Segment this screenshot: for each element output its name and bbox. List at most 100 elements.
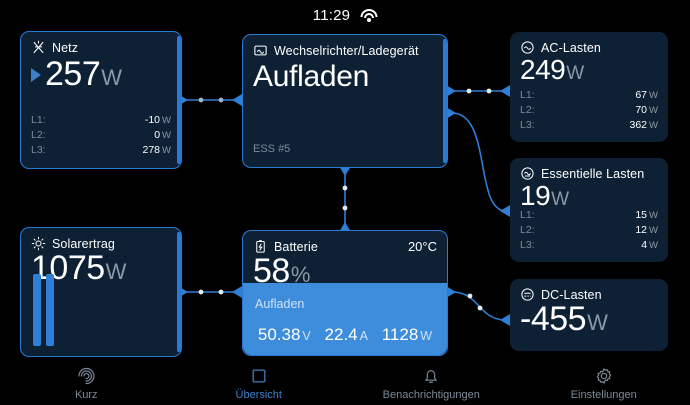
card-solar-title: Solarertrag — [52, 236, 115, 251]
card-inverter-header: Wechselrichter/Ladegerät — [243, 35, 447, 58]
wifi-icon — [360, 8, 378, 22]
card-battery-temperature: 20°C — [407, 239, 437, 254]
card-battery-soc-unit: % — [290, 262, 311, 287]
link-grid-inverter — [178, 94, 242, 106]
card-solar-edge — [177, 232, 181, 352]
card-solar-header: Solarertrag — [21, 228, 181, 251]
card-ac-loads-title: AC-Lasten — [541, 40, 601, 55]
nav-item-uebersicht[interactable]: Übersicht — [173, 366, 346, 401]
bell-icon — [421, 366, 441, 386]
phase-label: L1: — [520, 209, 535, 221]
link-solar-battery — [178, 286, 242, 298]
ac-essential-icon — [520, 166, 535, 181]
card-inverter[interactable]: Wechselrichter/Ladegerät Aufladen ESS #5 — [242, 34, 448, 168]
card-grid-edge — [177, 36, 181, 164]
nav-item-kurz[interactable]: Kurz — [0, 366, 173, 401]
phase-label: L2: — [520, 224, 535, 236]
card-grid-header: Netz — [21, 32, 181, 55]
card-grid-unit: W — [101, 65, 122, 90]
spiral-icon — [76, 366, 96, 386]
status-bar: 11:29 — [0, 0, 690, 30]
card-battery-soc-row: 58 % — [243, 252, 447, 290]
card-essential-loads-value: 19 — [520, 180, 551, 211]
card-dc-loads-value-row: -455 W — [510, 300, 668, 338]
card-inverter-edge — [443, 39, 447, 163]
nav-item-uebersicht-label: Übersicht — [235, 388, 282, 401]
arrow-right-icon — [31, 67, 41, 82]
card-ac-loads-header: AC-Lasten — [510, 32, 668, 55]
battery-soc-fill — [243, 283, 447, 355]
link-inverter-essential — [446, 107, 510, 217]
inverter-icon — [253, 43, 268, 58]
phase-label: L2: — [520, 104, 535, 116]
status-bar-clock: 11:29 — [312, 6, 351, 24]
nav-item-einstellungen[interactable]: Einstellungen — [518, 366, 690, 401]
card-essential-loads-title: Essentielle Lasten — [541, 166, 645, 181]
card-grid-title: Netz — [52, 40, 79, 55]
card-solar-unit: W — [105, 259, 127, 284]
ac-icon — [520, 40, 535, 55]
solar-tracker-bar — [46, 274, 54, 346]
card-essential-loads-header: Essentielle Lasten — [510, 158, 668, 181]
card-dc-loads[interactable]: DC-Lasten -455 W — [510, 279, 668, 351]
nav-item-kurz-label: Kurz — [74, 388, 98, 401]
gear-icon — [594, 366, 614, 386]
card-ac-loads-value-row: 249 W — [510, 55, 668, 85]
card-dc-loads-value: -455 — [520, 300, 587, 338]
card-dc-loads-header: DC-Lasten — [510, 279, 668, 302]
card-solar[interactable]: Solarertrag 1075 W — [20, 227, 182, 357]
card-solar-value: 1075 — [31, 249, 105, 287]
card-inverter-subtitle: ESS #5 — [253, 143, 291, 155]
card-ac-loads-value: 249 — [520, 54, 566, 85]
bottom-nav: Kurz Übersicht Benachrichtigungen — [0, 361, 690, 405]
phase-label: L3: — [520, 239, 535, 251]
phase-label: L1: — [31, 114, 46, 126]
card-grid-value: 257 — [45, 55, 101, 93]
card-battery-title: Batterie — [274, 239, 318, 254]
solar-tracker-bar — [33, 274, 41, 346]
sun-icon — [31, 236, 46, 251]
nav-item-benachrichtigungen[interactable]: Benachrichtigungen — [345, 366, 518, 401]
nav-item-einstellungen-label: Einstellungen — [570, 388, 637, 401]
link-inverter-acloads — [446, 85, 510, 97]
card-essential-loads-unit: W — [551, 189, 570, 210]
phase-label: L3: — [520, 119, 535, 131]
card-dc-loads-unit: W — [587, 310, 608, 335]
card-battery-soc-value: 58 — [253, 252, 290, 290]
phase-label: L2: — [31, 129, 46, 141]
phase-label: L1: — [520, 89, 535, 101]
link-inverter-battery — [339, 166, 351, 232]
square-icon — [249, 366, 269, 386]
solar-tracker-bars — [33, 274, 54, 346]
link-battery-dcloads — [446, 286, 510, 326]
card-inverter-title: Wechselrichter/Ladegerät — [274, 43, 419, 58]
